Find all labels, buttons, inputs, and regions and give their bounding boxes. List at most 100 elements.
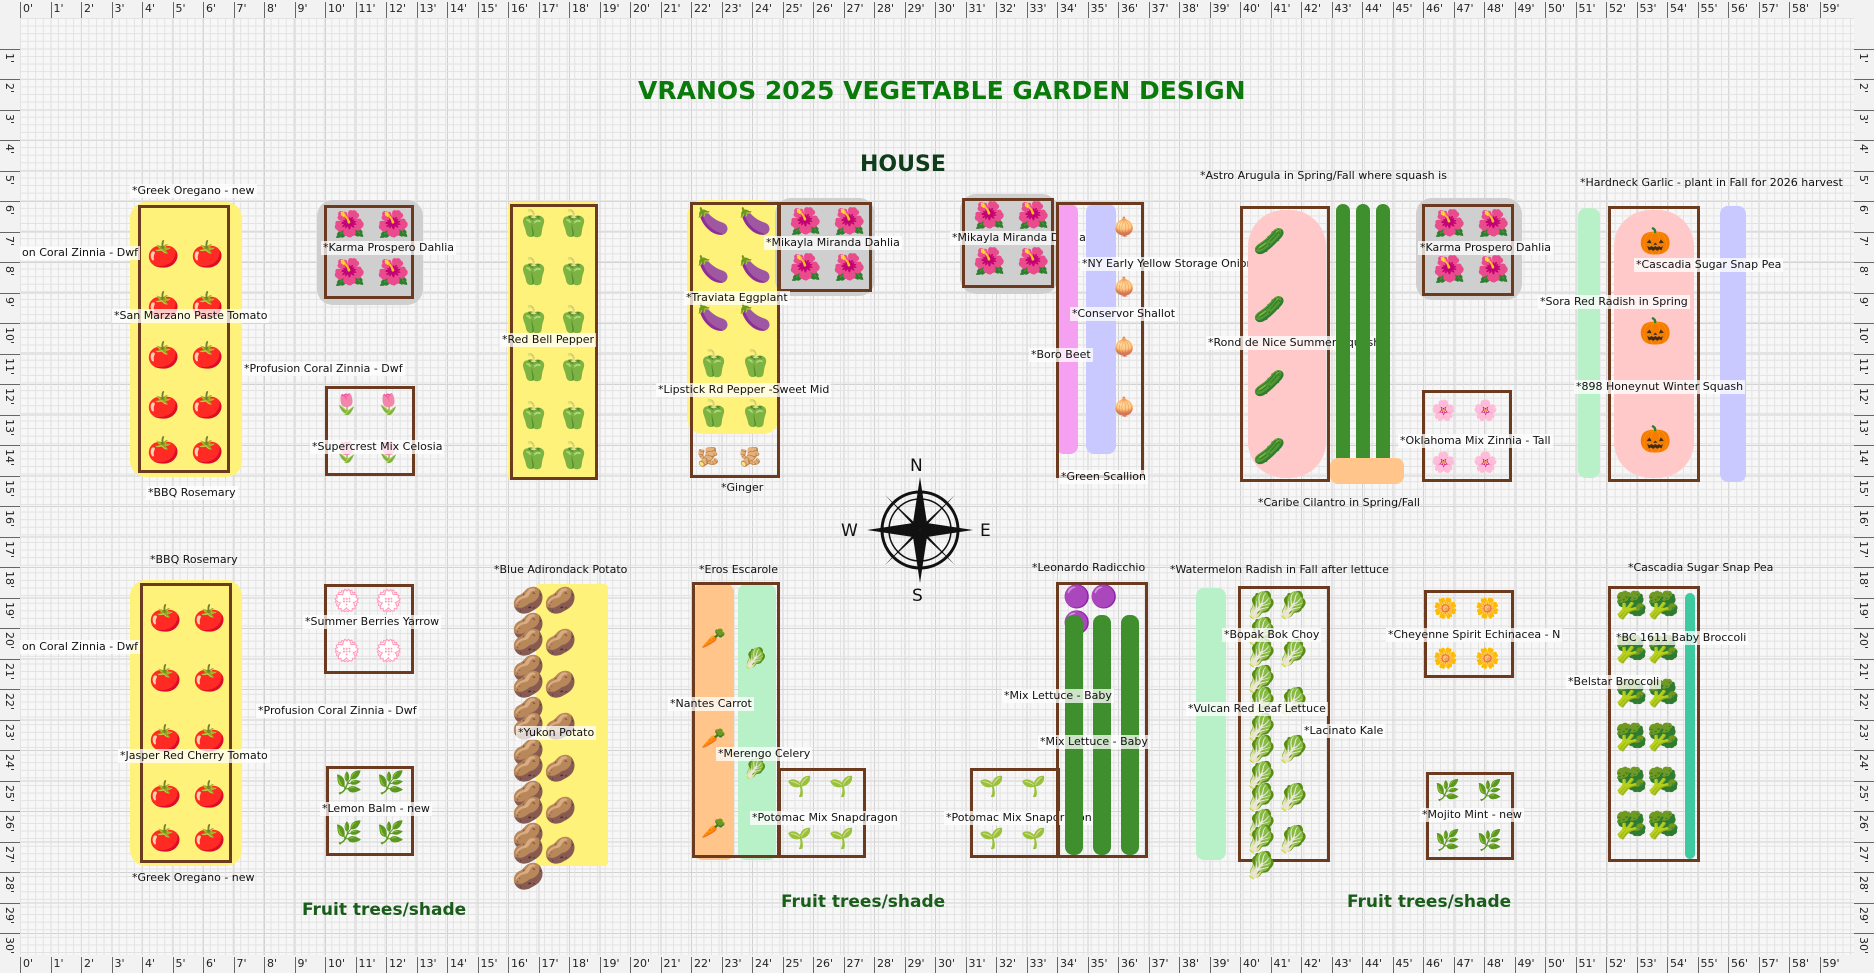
ruler-tick: 9' xyxy=(294,2,308,18)
bed-onion-shallot-beet[interactable]: 🧅 🧅 🧅 🧅 xyxy=(1056,202,1144,478)
label-cascadia-snap-pea: *Cascadia Sugar Snap Pea xyxy=(1634,258,1784,272)
bed-traviata-eggplant[interactable]: 🍆 🍆 🍆 🍆 🍆 🍆 🫑 🫑 🫑 🫑 🫚 🫚 xyxy=(690,202,780,478)
onion-icon: 🧅 xyxy=(1113,397,1136,418)
ruler-tick: 45' xyxy=(1392,957,1413,973)
ruler-tick: 2' xyxy=(81,2,94,18)
celosia-icon: 🌷 xyxy=(376,392,401,416)
echinacea-icon: 🌼 xyxy=(1433,596,1458,620)
ruler-tick: 4' xyxy=(142,2,155,18)
label-belstar-broccoli: *Belstar Broccoli xyxy=(1566,675,1662,689)
label-hardneck-garlic: *Hardneck Garlic - plant in Fall for 202… xyxy=(1580,176,1843,189)
squash-icon: 🥒 xyxy=(1253,295,1286,325)
ruler-tick: 30' xyxy=(935,957,955,973)
squash-icon: 🥒 xyxy=(1253,227,1286,257)
bell-pepper-icon: 🫑 xyxy=(557,401,590,431)
ruler-tick: 7' xyxy=(1854,231,1874,263)
onion-icon: 🧅 xyxy=(1113,337,1136,358)
mint-icon: 🌿 xyxy=(1435,778,1460,802)
bed-lemon-balm[interactable]: 🌿 🌿 🌿 🌿 xyxy=(326,766,414,856)
ruler-tick: 19' xyxy=(1854,597,1874,629)
ruler-tick: 58' xyxy=(1789,2,1809,18)
bell-pepper-icon: 🫑 xyxy=(517,257,550,287)
dahlia-icon: 🌺 xyxy=(833,207,866,237)
top-ruler: 0'1'2'3'4'5'6'7'8'9'10'11'12'13'14'15'16… xyxy=(0,0,1874,18)
ruler-tick: 53' xyxy=(1636,957,1657,973)
bell-pepper-icon: 🫑 xyxy=(517,441,550,471)
ruler-tick: 24' xyxy=(1854,750,1874,781)
compass-rose-icon xyxy=(867,477,973,583)
ruler-tick: 10' xyxy=(325,2,345,18)
bed-broccoli[interactable]: 🥦🥦 🥦🥦 🥦🥦 🥦🥦 🥦🥦 🥦🥦 xyxy=(1608,586,1700,862)
bell-pepper-icon: 🫑 xyxy=(557,305,590,335)
dahlia-icon: 🌺 xyxy=(1017,201,1050,231)
ruler-tick: 26' xyxy=(0,811,20,842)
bell-pepper-icon: 🫑 xyxy=(517,401,550,431)
ruler-tick: 42' xyxy=(1301,2,1321,18)
label-traviata-eggplant: *Traviata Eggplant xyxy=(684,291,790,305)
ruler-tick: 30' xyxy=(0,933,20,964)
bed-supercrest-celosia[interactable]: 🌷 🌷 🌷 🌷 xyxy=(325,386,415,476)
echinacea-icon: 🌼 xyxy=(1475,596,1500,620)
ruler-tick: 27' xyxy=(843,957,864,973)
ruler-tick: 1' xyxy=(1854,48,1874,80)
fruit-trees-label-right: Fruit trees/shade xyxy=(1347,892,1512,912)
ruler-tick: 11' xyxy=(355,957,376,973)
lettuce-icon: 🥬🥬🥬 xyxy=(1245,735,1310,791)
garlic-row xyxy=(1720,206,1746,482)
ruler-tick: 59' xyxy=(1819,2,1840,18)
bed-honeynut-winter-squash[interactable]: 🎃 🎃 🎃 xyxy=(1608,206,1700,482)
ginger-icon: 🫚 xyxy=(739,447,762,468)
bed-red-bell-pepper[interactable]: 🫑 🫑 🫑 🫑 🫑 🫑 🫑 🫑 🫑 🫑 🫑 🫑 xyxy=(510,204,598,480)
celosia-icon: 🌷 xyxy=(334,392,359,416)
bed-san-marzano-tomato[interactable]: 🍅 🍅 🍅 🍅 🍅 🍅 🍅 🍅 🍅 🍅 xyxy=(138,205,230,473)
label-sora-red-radish: *Sora Red Radish in Spring xyxy=(1538,295,1690,309)
ruler-tick: 48' xyxy=(1484,957,1504,973)
label-cascadia-snap-pea-2: *Cascadia Sugar Snap Pea xyxy=(1628,561,1774,574)
bed-jasper-cherry-tomato[interactable]: 🍅 🍅 🍅 🍅 🍅 🍅 🍅 🍅 🍅 🍅 xyxy=(140,583,232,863)
ruler-tick: 38' xyxy=(1179,957,1199,973)
bed-tomato-highlight xyxy=(130,202,242,477)
label-astro-arugula: *Astro Arugula in Spring/Fall where squa… xyxy=(1200,169,1447,182)
ruler-tick: 15' xyxy=(0,475,20,507)
ruler-tick: 12' xyxy=(386,2,406,18)
label-oklahoma-zinnia: *Oklahoma Mix Zinnia - Tall xyxy=(1398,434,1553,448)
label-karma-prospero-dahlia: *Karma Prospero Dahlia xyxy=(321,241,457,255)
ruler-tick: 6' xyxy=(203,957,216,973)
ruler-tick: 18' xyxy=(0,567,20,598)
label-nantes-carrot: *Nantes Carrot xyxy=(668,697,754,711)
label-san-marzano-tomato: *San Marzano Paste Tomato xyxy=(112,309,270,323)
onion-icon: 🧅 xyxy=(1113,217,1136,238)
right-ruler: 1'2'3'4'5'6'7'8'9'10'11'12'13'14'15'16'1… xyxy=(1854,0,1874,973)
ruler-tick: 52' xyxy=(1606,2,1626,18)
ruler-tick: 11' xyxy=(0,353,20,385)
bed-carrot-celery[interactable]: 🥕 🥕 🥕 🥬 🥬 xyxy=(692,582,780,858)
label-leonardo-radicchio: *Leonardo Radicchio xyxy=(1032,561,1146,574)
snap-pea-row xyxy=(1685,593,1695,859)
label-honeynut-winter-squash: *898 Honeynut Winter Squash xyxy=(1574,380,1746,394)
label-cheyenne-echinacea: *Cheyenne Spirit Echinacea - N xyxy=(1386,628,1563,642)
dahlia-icon: 🌺 xyxy=(973,247,1006,277)
label-mikayla-miranda-dahlia: *Mikayla Miranda Dahlia xyxy=(764,236,902,250)
potato-highlight xyxy=(536,584,608,866)
tomato-icon: 🍅 xyxy=(149,724,182,754)
bell-pepper-icon: 🫑 xyxy=(517,209,550,239)
bell-pepper-icon: 🫑 xyxy=(557,209,590,239)
squash-icon: 🥒 xyxy=(1253,437,1286,467)
eggplant-icon: 🍆 xyxy=(697,303,730,333)
fruit-trees-label-middle: Fruit trees/shade xyxy=(781,892,946,912)
ruler-tick: 18' xyxy=(1854,567,1874,598)
bed-mix-lettuce[interactable]: 🟣🟣🟣 xyxy=(1056,582,1148,858)
ruler-tick: 8' xyxy=(0,262,20,293)
ruler-tick: 16' xyxy=(0,506,20,537)
ruler-tick: 21' xyxy=(660,957,681,973)
ruler-tick: 13' xyxy=(0,414,20,446)
bed-potato[interactable]: 🥔🥔🥔 🥔🥔🥔 🥔🥔🥔 🥔🥔🥔 🥔🥔🥔 🥔🥔🥔 🥔🥔🥔 xyxy=(508,584,604,890)
ruler-tick: 17' xyxy=(538,2,559,18)
label-bbq-rosemary-2: *BBQ Rosemary xyxy=(150,553,238,566)
ruler-tick: 39' xyxy=(1209,957,1230,973)
label-lemon-balm: *Lemon Balm - new xyxy=(320,802,432,816)
ruler-tick: 27' xyxy=(0,841,20,873)
bed-summer-berries-yarrow[interactable]: 💮 💮 💮 💮 xyxy=(324,584,414,674)
label-supercrest-celosia: *Supercrest Mix Celosia xyxy=(310,440,445,454)
ruler-tick: 29' xyxy=(904,957,925,973)
